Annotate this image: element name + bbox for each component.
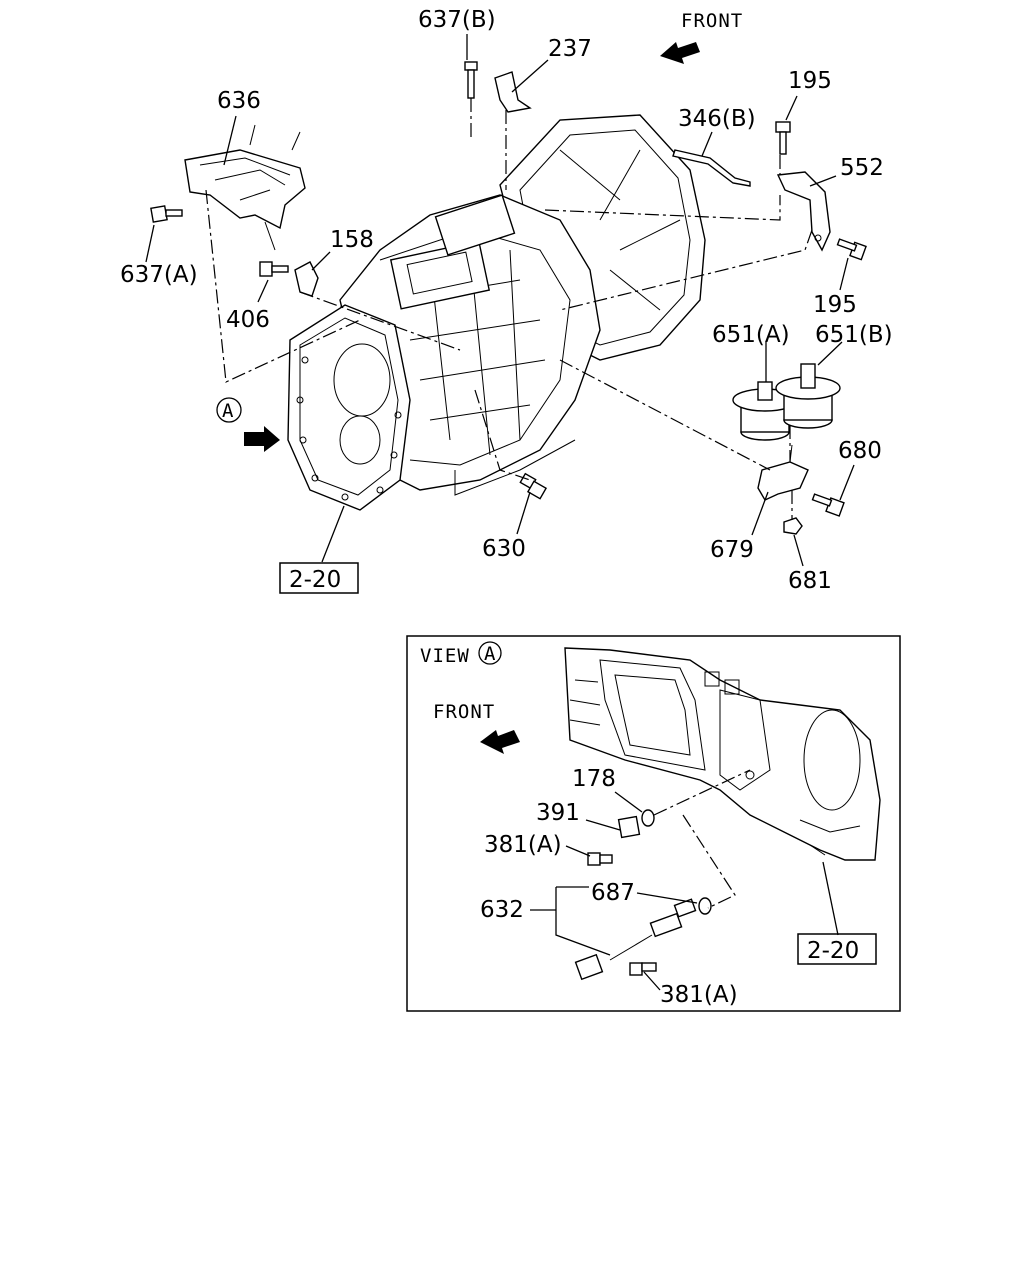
front-direction-arrow-icon	[660, 42, 700, 64]
label-651a: 651(A)	[712, 322, 790, 348]
front-direction-arrow-icon	[480, 730, 520, 754]
seal-178	[641, 809, 655, 827]
label-346b: 346(B)	[678, 106, 756, 132]
bolt-381a-upper	[587, 852, 613, 866]
seal-687	[698, 897, 712, 915]
label-636: 636	[217, 88, 261, 114]
label-178: 178	[572, 766, 616, 792]
label-637a: 637(A)	[120, 262, 198, 288]
label-195-top: 195	[788, 68, 832, 94]
inset-leader-lines	[530, 791, 839, 991]
transmission-assembly	[287, 114, 706, 511]
label-680: 680	[838, 438, 882, 464]
ref-box-view	[797, 933, 877, 965]
label-381a-lower: 381(A)	[660, 982, 738, 1008]
clip-158	[294, 261, 319, 297]
label-679: 679	[710, 537, 754, 563]
view-a-arrow-icon	[244, 426, 280, 452]
label-237: 237	[548, 36, 592, 62]
ref-box-top	[279, 562, 359, 594]
inset-housing	[564, 647, 881, 861]
view-a-inset-frame	[406, 635, 901, 1012]
front-arrow-top: FRONT	[660, 10, 743, 64]
sensor-632	[574, 898, 697, 981]
label-651b: 651(B)	[815, 322, 893, 348]
label-381a-upper: 381(A)	[484, 832, 562, 858]
nut-681	[783, 517, 803, 535]
label-687: 687	[591, 880, 635, 906]
plug-391	[617, 815, 641, 839]
label-637b: 637(B)	[418, 7, 496, 33]
label-406: 406	[226, 307, 270, 333]
bolt-195-side	[836, 238, 867, 261]
label-391: 391	[536, 800, 580, 826]
bolt-680	[811, 493, 845, 517]
label-158: 158	[330, 227, 374, 253]
ref-label-view: 2-20	[807, 938, 859, 964]
bolt-637b	[464, 61, 478, 99]
label-195-mid: 195	[813, 292, 857, 318]
mount-651b	[775, 363, 841, 429]
bolt-381a-lower	[629, 962, 657, 976]
bolt-406	[259, 261, 289, 277]
hose-346b	[672, 149, 751, 187]
bracket-679	[757, 444, 809, 501]
label-632: 632	[480, 897, 524, 923]
ref-label-top: 2-20	[289, 567, 341, 593]
alignment-lines	[205, 98, 813, 520]
view-label-letter: A	[484, 643, 496, 665]
label-552: 552	[840, 155, 884, 181]
bracket-636	[184, 124, 306, 251]
label-630: 630	[482, 536, 526, 562]
bolt-195-top	[775, 121, 791, 155]
inset-alignment-lines	[653, 769, 751, 909]
front-label-top: FRONT	[681, 10, 743, 32]
leader-lines	[145, 34, 855, 567]
view-label: VIEW	[420, 645, 470, 667]
callout-a-letter: A	[222, 400, 234, 422]
sensor-630	[519, 472, 548, 500]
bracket-552	[776, 171, 831, 252]
front-label-view: FRONT	[433, 701, 495, 723]
view-a-callout: A	[216, 397, 280, 452]
label-681: 681	[788, 568, 832, 594]
bolt-637a	[150, 205, 183, 223]
